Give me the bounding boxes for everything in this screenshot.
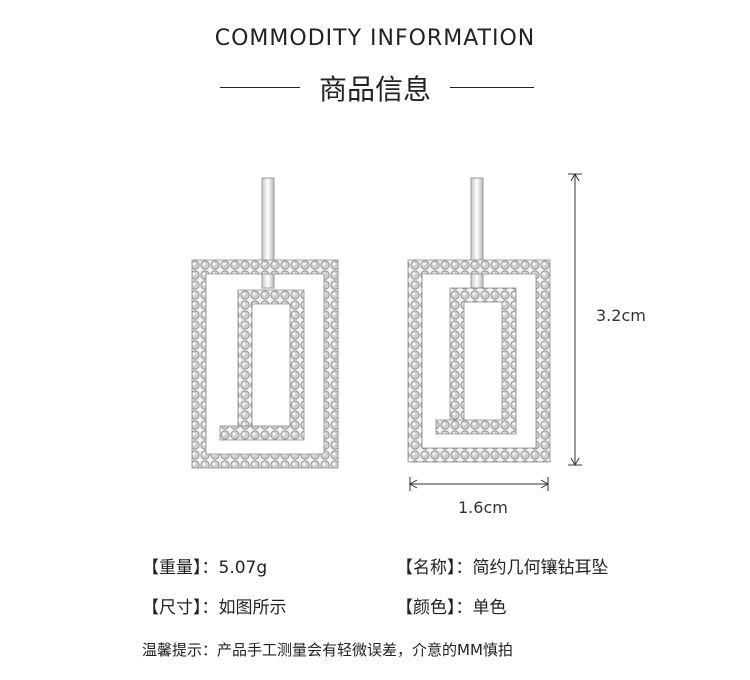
divider-left bbox=[220, 87, 300, 88]
measurement-note: 温馨提示：产品手工测量会有轻微误差，介意的MM慎拍 bbox=[142, 641, 513, 659]
size-label: 【尺寸】： bbox=[142, 598, 219, 618]
width-dimension-line bbox=[408, 477, 550, 491]
divider-right bbox=[450, 87, 534, 88]
name-label: 【名称】： bbox=[396, 558, 473, 578]
color-value: 单色 bbox=[472, 598, 507, 618]
weight-label: 【重量】： bbox=[142, 558, 219, 578]
weight-value: 5.07g bbox=[218, 558, 268, 578]
earring-right bbox=[407, 177, 551, 463]
height-label: 3.2cm bbox=[596, 306, 646, 325]
height-dimension-line bbox=[568, 172, 582, 467]
earring-left bbox=[191, 177, 339, 469]
color-label: 【颜色】： bbox=[396, 598, 473, 618]
color-spec: 【颜色】：单色 bbox=[396, 593, 507, 618]
width-label: 1.6cm bbox=[458, 498, 508, 517]
weight-spec: 【重量】：5.07g bbox=[142, 553, 267, 578]
title-cn-row: 商品信息 bbox=[0, 68, 750, 106]
product-image bbox=[191, 177, 551, 469]
name-spec: 【名称】：简约几何镶钻耳坠 bbox=[396, 553, 609, 578]
title-en: COMMODITY INFORMATION bbox=[214, 26, 536, 51]
name-value: 简约几何镶钻耳坠 bbox=[472, 558, 609, 578]
size-spec: 【尺寸】：如图所示 bbox=[142, 593, 287, 618]
size-value: 如图所示 bbox=[218, 598, 287, 618]
title-cn: 商品信息 bbox=[318, 73, 431, 106]
